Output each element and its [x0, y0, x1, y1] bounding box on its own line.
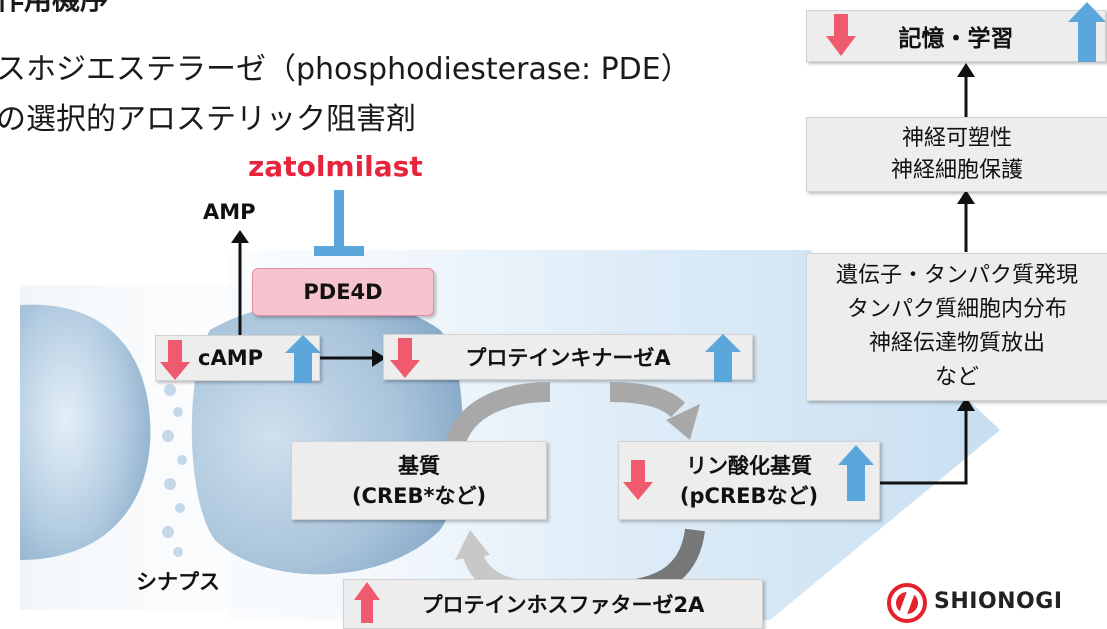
- pka-box: プロテインキナーゼA: [383, 334, 753, 380]
- shionogi-logo-mark: [887, 583, 927, 623]
- expression-line-3: 神経伝達物質放出: [868, 331, 1045, 356]
- camp-decrease-arrow-icon: [160, 340, 190, 380]
- synapse-label: シナプス: [136, 570, 220, 594]
- plasticity-to-memory-arrow: [957, 63, 975, 117]
- presynaptic-cell: [20, 304, 151, 560]
- pde4d-box: PDE4D: [252, 268, 434, 316]
- phosphorylated-substrate-box: リン酸化基質 (pCREBなど): [618, 441, 880, 520]
- pka-decrease-arrow-icon: [390, 338, 420, 378]
- pp2a-label: プロテインホスファターゼ2A: [421, 593, 705, 617]
- expression-line-1: 遺伝子・タンパク質発現: [835, 263, 1078, 288]
- memory-learning-label: 記憶・学習: [898, 26, 1014, 52]
- title-line-1: スホジエステラーゼ（phosphodiesterase: PDE）: [0, 52, 691, 87]
- amp-label: AMP: [203, 200, 256, 224]
- substrate-box: 基質 (CREB*など): [291, 441, 547, 520]
- plasticity-box: 神経可塑性 神経細胞保護: [806, 117, 1107, 192]
- memory-learning-box: 記憶・学習: [806, 10, 1106, 62]
- camp-increase-arrow-icon: [285, 335, 321, 383]
- plasticity-line-1: 神経可塑性: [901, 125, 1012, 151]
- substrate-label-line2: (CREB*など): [351, 483, 487, 508]
- section-header-fragment: 作用機序: [0, 0, 108, 18]
- phospho-to-expression-connector: [880, 397, 975, 485]
- neurotransmitter-dots: [162, 384, 187, 557]
- expression-to-plasticity-arrow: [957, 190, 975, 252]
- plasticity-line-2: 神経細胞保護: [890, 157, 1023, 183]
- inhibition-symbol: [314, 190, 364, 256]
- pka-increase-arrow-icon: [705, 334, 741, 382]
- title-line-2: の選択的アロステリック阻害剤: [0, 102, 416, 137]
- substrate-label-line1: 基質: [398, 453, 440, 478]
- shionogi-logo-text: SHIONOGI: [934, 589, 1063, 614]
- camp-box: cAMP: [155, 335, 320, 381]
- pp2a-increase-arrow-icon: [354, 582, 380, 623]
- expression-box: 遺伝子・タンパク質発現 タンパク質細胞内分布 神経伝達物質放出 など: [806, 253, 1107, 401]
- camp-to-pka-arrow: [320, 349, 386, 367]
- memory-decrease-arrow-icon: [826, 14, 856, 56]
- pka-label: プロテインキナーゼA: [465, 346, 671, 370]
- phospho-label-line2: (pCREBなど): [679, 483, 819, 508]
- phospho-decrease-arrow-icon: [623, 460, 653, 500]
- camp-to-amp-arrow: [231, 230, 249, 338]
- pp2a-box: プロテインホスファターゼ2A: [343, 579, 763, 629]
- phospho-increase-arrow-icon: [838, 445, 874, 501]
- camp-label: cAMP: [198, 346, 263, 370]
- expression-line-2: タンパク質細胞内分布: [846, 297, 1067, 322]
- expression-line-4: など: [934, 365, 979, 390]
- phospho-label-line1: リン酸化基質: [686, 453, 812, 478]
- pde4d-label: PDE4D: [303, 280, 383, 304]
- drug-name: zatolmilast: [248, 150, 423, 183]
- memory-increase-arrow-icon: [1068, 2, 1106, 62]
